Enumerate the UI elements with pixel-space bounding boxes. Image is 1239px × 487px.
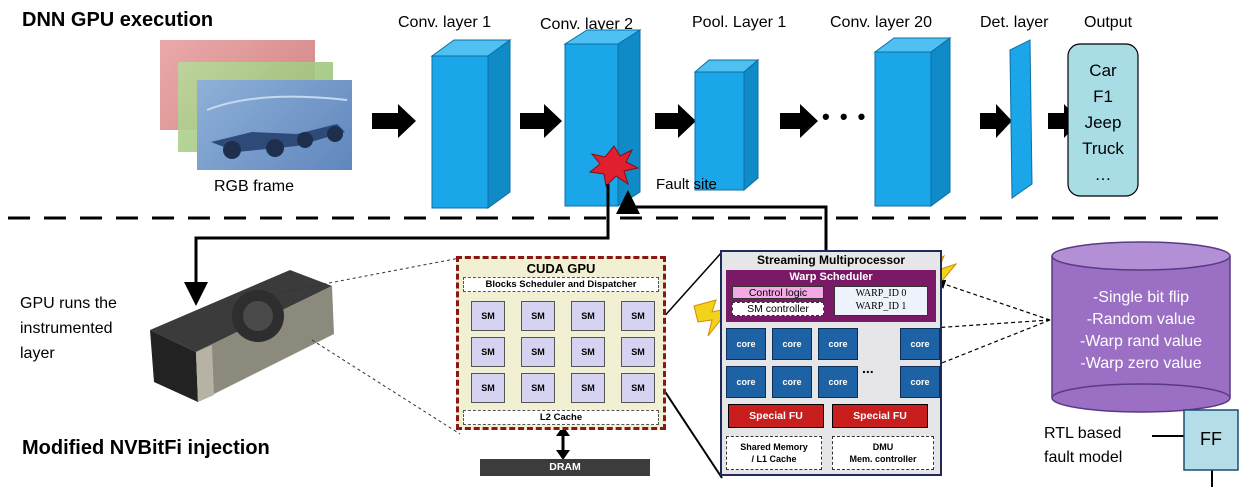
layer-label-conv20: Conv. layer 20	[830, 14, 932, 31]
pipeline-ellipsis: • • •	[822, 104, 868, 129]
rtl-label: RTL based fault model	[1044, 425, 1123, 466]
shared-memory: Shared Memory / L1 Cache	[726, 436, 822, 470]
input-label: RGB frame	[214, 178, 295, 195]
output-box	[1067, 43, 1139, 197]
sm-unit: SM	[571, 337, 605, 367]
sm-title: Streaming Multiprocessor	[756, 253, 906, 267]
fault-model-cylinder	[1051, 241, 1231, 413]
output-class: Car	[1089, 61, 1117, 80]
race-car-image	[206, 95, 348, 159]
sm-core: core	[726, 328, 766, 360]
sm-core: core	[772, 366, 812, 398]
det-layer-shape	[1009, 39, 1033, 199]
fault-model-item: -Single bit flip	[1092, 289, 1190, 306]
layer-label-output: Output	[1084, 14, 1133, 31]
special-fu-1: Special FU	[728, 404, 824, 428]
conv1-cuboid	[430, 39, 512, 209]
flow-arrow-4	[780, 104, 818, 138]
output-class-list: Car F1 Jeep Truck …	[1068, 58, 1138, 188]
warp-scheduler-block: Warp Scheduler Control logic SM controll…	[726, 270, 936, 322]
sm-unit: SM	[571, 301, 605, 331]
fault-model-item: -Warp zero value	[1080, 355, 1202, 372]
cuda-gpu-block: CUDA GPU Blocks Scheduler and Dispatcher…	[456, 256, 666, 430]
sm-core: core	[900, 366, 940, 398]
warp-scheduler-label: Warp Scheduler	[789, 271, 873, 283]
instrumentation-path	[184, 184, 610, 306]
layer-label-conv1: Conv. layer 1	[398, 14, 492, 31]
sm-unit: SM	[621, 373, 655, 403]
sm-core: core	[726, 366, 766, 398]
sm-unit: SM	[571, 373, 605, 403]
top-section-title: DNN GPU execution	[22, 9, 214, 31]
flow-arrow-1	[372, 104, 416, 138]
pool1-cuboid	[693, 58, 760, 192]
layer-label-conv2: Conv. layer 2	[540, 16, 634, 33]
sm-controller: SM controller	[732, 302, 824, 316]
sm-core: core	[772, 328, 812, 360]
special-fu-2: Special FU	[832, 404, 928, 428]
rgb-frame-blue	[197, 80, 352, 170]
output-class: …	[1094, 165, 1112, 184]
flow-arrow-2	[520, 104, 562, 138]
conv20-cuboid	[873, 37, 952, 207]
dmu-block: DMU Mem. controller	[832, 436, 934, 470]
fault-star	[588, 145, 640, 188]
fault-site-label: Fault site	[656, 176, 717, 193]
sm-unit: SM	[521, 301, 555, 331]
output-class: F1	[1093, 87, 1113, 106]
flow-arrow-5	[980, 104, 1012, 138]
layer-label-pool1: Pool. Layer 1	[692, 14, 787, 31]
ff-box	[1183, 409, 1239, 471]
sm-unit: SM	[621, 337, 655, 367]
sm-to-fault-path	[616, 190, 828, 250]
bottom-section-title: Modified NVBitFi injection	[22, 437, 270, 459]
l2-cache: L2 Cache	[463, 410, 659, 425]
fault-model-list: -Single bit flip -Random value -Warp ran…	[1052, 287, 1230, 375]
fault-model-item: -Warp rand value	[1079, 333, 1203, 350]
layer-label-det: Det. layer	[980, 14, 1049, 31]
sm-unit: SM	[521, 337, 555, 367]
warp-id-table: WARP_ID 0 WARP_ID 1	[834, 286, 928, 316]
sm-unit: SM	[621, 301, 655, 331]
control-logic: Control logic	[732, 286, 824, 299]
sm-core: core	[900, 328, 940, 360]
sm-unit: SM	[521, 373, 555, 403]
blocks-scheduler: Blocks Scheduler and Dispatcher	[463, 277, 659, 292]
dram-block: DRAM	[480, 459, 650, 476]
fault-model-item: -Random value	[1086, 311, 1196, 328]
core-ellipsis: ...	[862, 360, 874, 376]
sm-core: core	[818, 328, 858, 360]
sm-unit: SM	[471, 337, 505, 367]
sm-unit: SM	[471, 301, 505, 331]
lightning-icon-1	[693, 299, 732, 337]
output-class: Jeep	[1084, 113, 1122, 132]
conv2-cuboid	[563, 29, 642, 207]
gpu-card-caption: GPU runs the instrumented layer	[20, 295, 117, 362]
sm-unit: SM	[471, 373, 505, 403]
streaming-multiprocessor: Streaming Multiprocessor Warp Scheduler …	[720, 250, 942, 476]
output-class: Truck	[1082, 139, 1124, 158]
sm-core: core	[818, 366, 858, 398]
flow-arrow-3	[655, 104, 696, 138]
cuda-gpu-title: CUDA GPU	[526, 261, 596, 276]
gpu-card-image	[150, 270, 334, 402]
ff-label: FF	[1200, 429, 1222, 449]
